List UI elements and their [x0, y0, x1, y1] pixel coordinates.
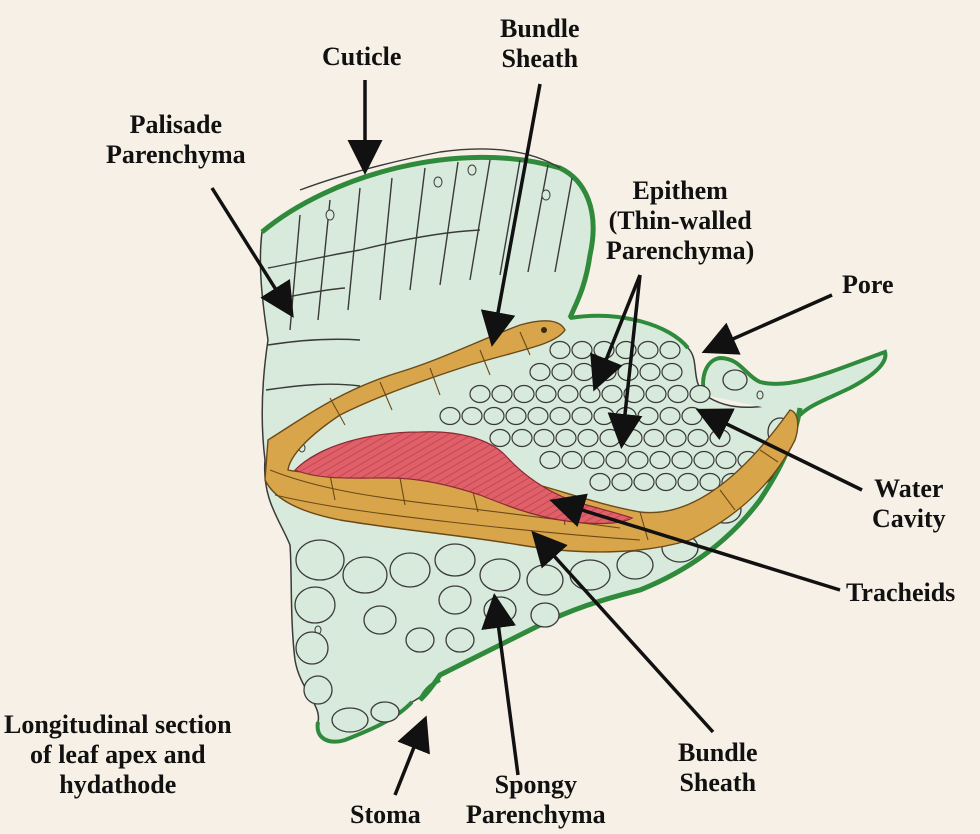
arrow-pore [708, 295, 832, 350]
epithem-cell [662, 364, 682, 381]
epithem-cell [716, 452, 736, 469]
epithem-cell [462, 408, 482, 425]
label-stoma: Stoma [350, 800, 421, 830]
epithem-cell [690, 386, 710, 403]
epithem-cell [606, 452, 626, 469]
epithem-cell [638, 408, 658, 425]
epithem-cell [530, 364, 550, 381]
epithem-cell [562, 452, 582, 469]
epithem-cell [682, 408, 702, 425]
epithem-cell [660, 342, 680, 359]
arrow-stoma [395, 722, 424, 795]
epithem-cell [694, 452, 714, 469]
epithem-cell [668, 386, 688, 403]
epithem-cell [594, 408, 614, 425]
label-bundle-sheath-top: Bundle Sheath [500, 14, 580, 74]
epithem-cell [634, 474, 654, 491]
epithem-cell [638, 342, 658, 359]
label-bundle-sheath-bottom: Bundle Sheath [678, 738, 758, 798]
label-epithem: Epithem (Thin-walled Parenchyma) [606, 176, 754, 266]
epithem-cell [556, 430, 576, 447]
epithem-cell [612, 474, 632, 491]
label-cuticle: Cuticle [322, 42, 401, 72]
epithem-cell [506, 408, 526, 425]
epithem-cell [540, 452, 560, 469]
epithem-cell [492, 386, 512, 403]
epithem-cell [552, 364, 572, 381]
epithem-cell [512, 430, 532, 447]
epithem-cell [528, 408, 548, 425]
epithem-cell [650, 452, 670, 469]
epithem-cell [558, 386, 578, 403]
epithem-cell [572, 408, 592, 425]
epithem-cell [644, 430, 664, 447]
epithem-cell [550, 408, 570, 425]
epithem-cell [470, 386, 490, 403]
label-spongy-parenchyma: Spongy Parenchyma [466, 770, 606, 830]
epithem-cell [660, 408, 680, 425]
epithem-cell [622, 430, 642, 447]
epithem-cell [574, 364, 594, 381]
epithem-cell [550, 342, 570, 359]
epithem-cell [534, 430, 554, 447]
epithem-cell [628, 452, 648, 469]
label-tracheids: Tracheids [846, 578, 955, 608]
epithem-cell [666, 430, 686, 447]
epithem-cell [640, 364, 660, 381]
epithem-cell [490, 430, 510, 447]
label-palisade-parenchyma: Palisade Parenchyma [106, 110, 246, 170]
caption: Longitudinal section of leaf apex and hy… [4, 710, 232, 800]
epithem-cell [646, 386, 666, 403]
epithem-cell [572, 342, 592, 359]
epithem-cell [514, 386, 534, 403]
epithem-cell [688, 430, 708, 447]
epithem-cell [678, 474, 698, 491]
label-pore: Pore [842, 270, 894, 300]
epithem-cell [584, 452, 604, 469]
epithem-cell [580, 386, 600, 403]
epithem-cell [590, 474, 610, 491]
epithem-cell [578, 430, 598, 447]
bundle-sheath-nucleus [541, 327, 547, 333]
epithem-cell [600, 430, 620, 447]
epithem-cell [710, 430, 730, 447]
epithem-cell [536, 386, 556, 403]
label-water-cavity: Water Cavity [872, 474, 946, 534]
epithem-cell [440, 408, 460, 425]
epithem-cell [484, 408, 504, 425]
epithem-cell [656, 474, 676, 491]
epithem-cell [602, 386, 622, 403]
epithem-cell [672, 452, 692, 469]
